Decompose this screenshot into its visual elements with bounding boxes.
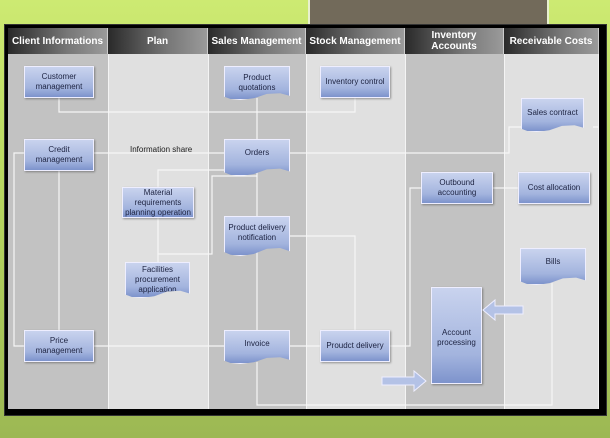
node-credit-management[interactable]: Credit management xyxy=(24,139,94,171)
lane-header: Stock Management xyxy=(306,28,405,54)
arrow-right-icon xyxy=(381,369,427,393)
node-account-processing[interactable]: Account processing xyxy=(431,287,482,384)
lane-header: Inventory Accounts xyxy=(405,28,504,54)
label-information-share: Information share xyxy=(130,145,193,154)
node-sales-contract[interactable]: Sales contract xyxy=(521,98,584,132)
lane-header: Client Informations xyxy=(8,28,108,54)
node-product-delivery[interactable]: Proudct delivery xyxy=(320,330,390,362)
node-facilities-procurement[interactable]: Facilities procurement application xyxy=(125,262,190,298)
node-mrp[interactable]: Material requirements planning operation xyxy=(122,187,194,218)
node-inventory-control[interactable]: Inventory control xyxy=(320,66,390,98)
node-customer-management[interactable]: Customer management xyxy=(24,66,94,98)
arrow-left-icon xyxy=(482,298,524,322)
lane-header: Sales Management xyxy=(208,28,306,54)
node-outbound-accounting[interactable]: Outbound accounting xyxy=(421,172,493,204)
lane-header: Plan xyxy=(108,28,208,54)
background-block xyxy=(308,0,549,24)
node-cost-allocation[interactable]: Cost allocation xyxy=(518,172,590,204)
lane-header: Receivable Costs xyxy=(504,28,599,54)
node-price-management[interactable]: Price management xyxy=(24,330,94,362)
